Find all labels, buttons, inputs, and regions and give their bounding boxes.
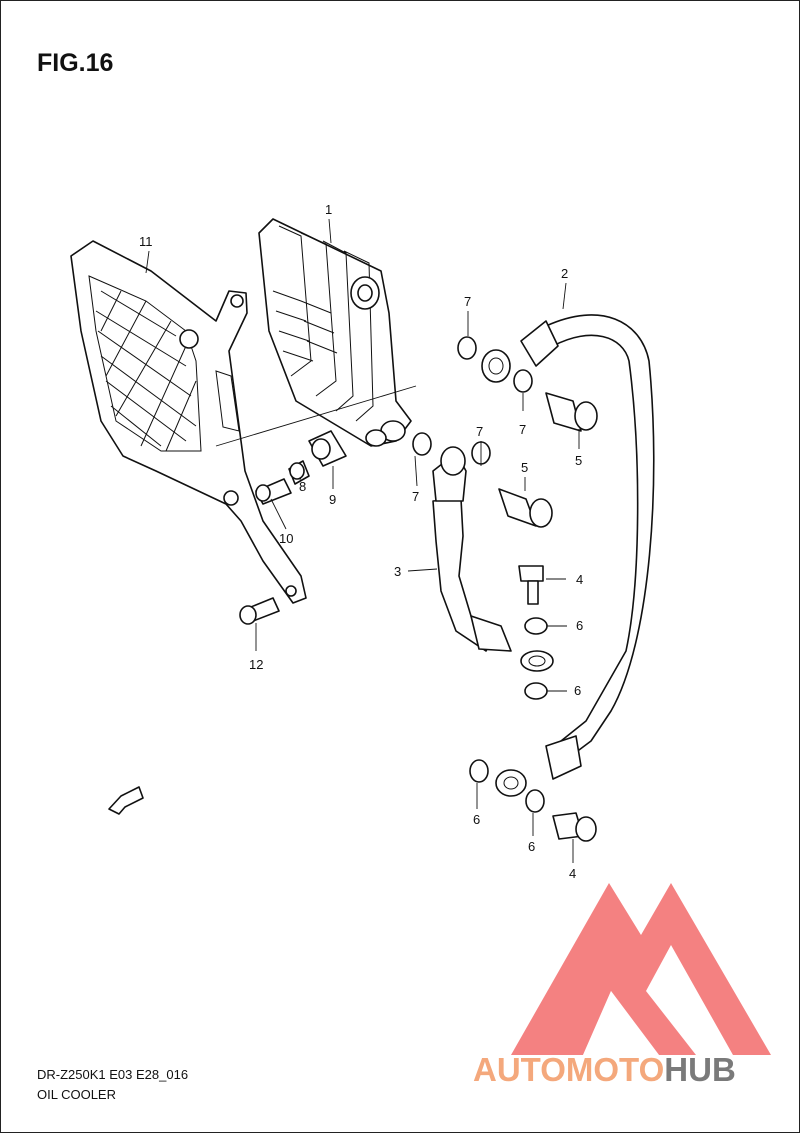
automotohub-logo [511,883,771,1055]
callout-8: 8 [299,479,306,494]
callout-10: 10 [279,531,293,546]
callout-7d: 7 [412,489,419,504]
callout-7c: 7 [476,424,483,439]
callout-6d: 6 [528,839,535,854]
oil-hose-3 [432,446,554,672]
callout-11: 11 [139,234,153,249]
callout-2: 2 [561,266,568,281]
forward-arrow-icon: FWD [108,786,144,815]
callout-7b: 7 [519,422,526,437]
leader-lines [145,218,580,863]
logo-mark [511,883,771,1055]
callout-1: 1 [325,202,332,217]
fasteners [239,392,598,842]
callout-6b: 6 [574,683,581,698]
figure-code: DR-Z250K1 E03 E28_016 [37,1067,189,1082]
callout-4b: 4 [569,866,576,881]
oil-hose-2 [481,314,655,797]
callout-4a: 4 [576,572,583,587]
figure-name: OIL COOLER [37,1087,116,1102]
callout-9: 9 [329,492,336,507]
callout-3: 3 [394,564,401,579]
callout-6c: 6 [473,812,480,827]
callout-6a: 6 [576,618,583,633]
washers [412,336,548,813]
callout-7a: 7 [464,294,471,309]
callout-5a: 5 [575,453,582,468]
watermark-text: AUTOMOTOHUB [473,1051,736,1089]
callout-12: 12 [249,657,263,672]
watermark-word-a: AUTOMOTO [473,1051,665,1088]
figure-title: FIG.16 [37,49,114,77]
callout-5b: 5 [521,460,528,475]
oil-cooler-core [215,218,417,447]
watermark-word-b: HUB [664,1051,736,1088]
callout-numbers: 1 2 3 4 4 5 5 6 6 6 6 7 7 7 7 8 9 10 11 … [139,202,583,881]
cooler-guard [70,240,307,604]
